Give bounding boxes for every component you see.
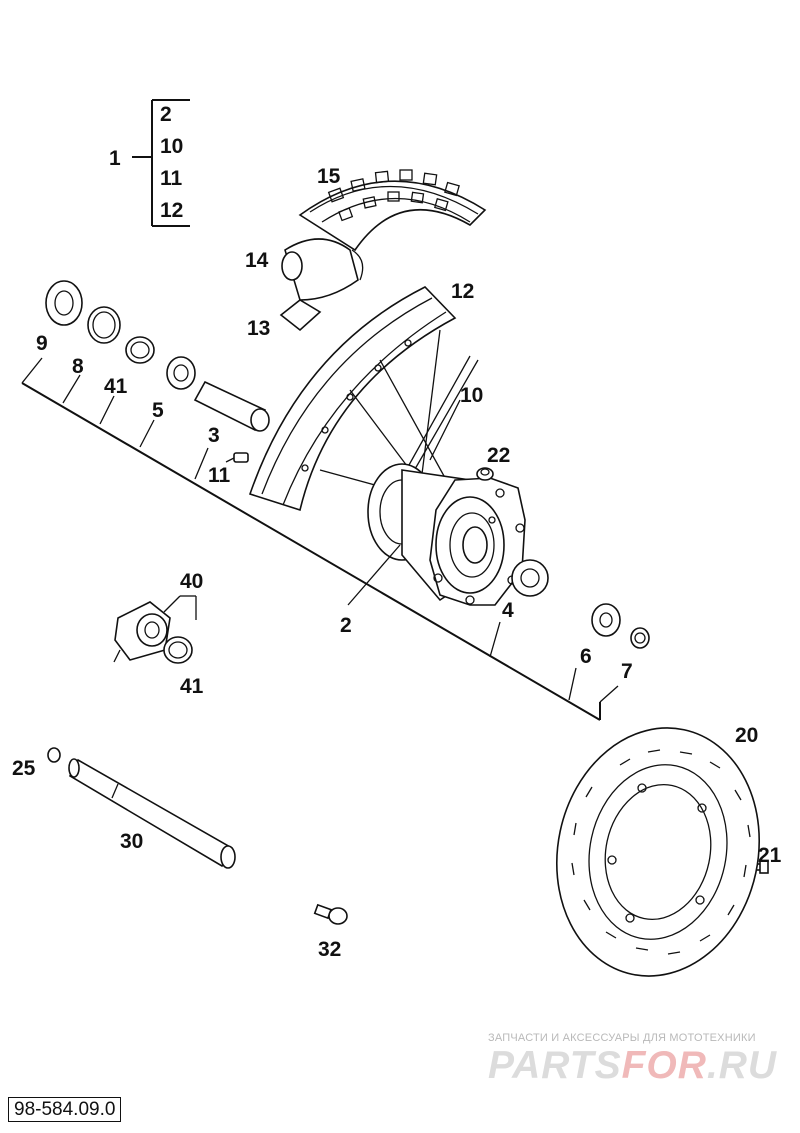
nipple-11-illustration xyxy=(233,452,249,463)
circlip-41-illustration xyxy=(125,336,155,364)
callout-30: 30 xyxy=(120,830,143,853)
callout-10: 10 xyxy=(460,384,483,407)
callout-9: 9 xyxy=(36,332,48,355)
bearing-4-illustration xyxy=(511,559,549,597)
brake-disc-illustration xyxy=(555,727,761,977)
bracket-child-label: 2 xyxy=(160,103,172,126)
callout-14: 14 xyxy=(245,249,269,272)
callout-40: 40 xyxy=(180,570,203,593)
bracket-child-label: 11 xyxy=(160,167,183,190)
spacer-3-illustration xyxy=(193,380,270,432)
tire-illustration xyxy=(298,169,487,281)
callout-6: 6 xyxy=(580,645,592,668)
circlip-41b-illustration xyxy=(163,636,193,664)
spacer-6-illustration xyxy=(591,603,621,637)
shaft-seal-9-illustration xyxy=(45,280,83,326)
callout-41b: 41 xyxy=(180,675,204,698)
watermark-logo: PARTSFOR.RU xyxy=(488,1044,777,1088)
callout-labels: 15 14 13 12 10 9 8 41 5 3 11 22 2 4 6 7 … xyxy=(12,165,782,961)
watermark-caption: ЗАПЧАСТИ И АКСЕССУАРЫ ДЛЯ МОТОТЕХНИКИ xyxy=(488,1032,756,1044)
bracket-child-label: 10 xyxy=(160,135,183,158)
speedo-drive-40-illustration xyxy=(113,601,171,663)
callout-15: 15 xyxy=(317,165,341,188)
o-ring-8-illustration xyxy=(87,306,121,344)
callout-12: 12 xyxy=(451,280,474,303)
callout-20: 20 xyxy=(735,724,758,747)
leader-lines xyxy=(21,357,619,721)
wheel-hub-illustration xyxy=(367,463,526,606)
callout-22: 22 xyxy=(487,444,510,467)
bracket-group: 1 2 10 11 12 xyxy=(109,99,190,227)
rim-tape-illustration xyxy=(279,299,322,332)
callout-11: 11 xyxy=(208,464,231,487)
watermark-logo-b: FOR xyxy=(621,1044,707,1087)
inner-tube-illustration xyxy=(281,238,359,301)
callout-4: 4 xyxy=(502,599,514,622)
bracket-child-label: 12 xyxy=(160,199,183,222)
nut-22-illustration xyxy=(476,467,494,481)
callout-32: 32 xyxy=(318,938,341,961)
callout-2: 2 xyxy=(340,614,352,637)
callout-3: 3 xyxy=(208,424,220,447)
callout-13: 13 xyxy=(247,317,270,340)
axle-30-illustration xyxy=(68,758,236,869)
watermark-logo-c: .RU xyxy=(706,1044,778,1087)
drawing-number: 98-584.09.0 xyxy=(8,1097,122,1122)
bracket-parent-label: 1 xyxy=(109,147,121,170)
callout-41: 41 xyxy=(104,375,128,398)
nut-25-illustration xyxy=(47,747,61,763)
callout-7: 7 xyxy=(621,660,633,683)
watermark-logo-a: PARTS xyxy=(488,1044,622,1087)
callout-25: 25 xyxy=(12,757,36,780)
callout-5: 5 xyxy=(152,399,164,422)
bolt-32-illustration xyxy=(313,903,348,925)
callout-8: 8 xyxy=(72,355,84,378)
bearing-5-illustration xyxy=(166,356,196,390)
rim-illustration xyxy=(248,286,457,512)
spacer-7-illustration xyxy=(630,627,650,649)
callout-21: 21 xyxy=(758,844,782,867)
